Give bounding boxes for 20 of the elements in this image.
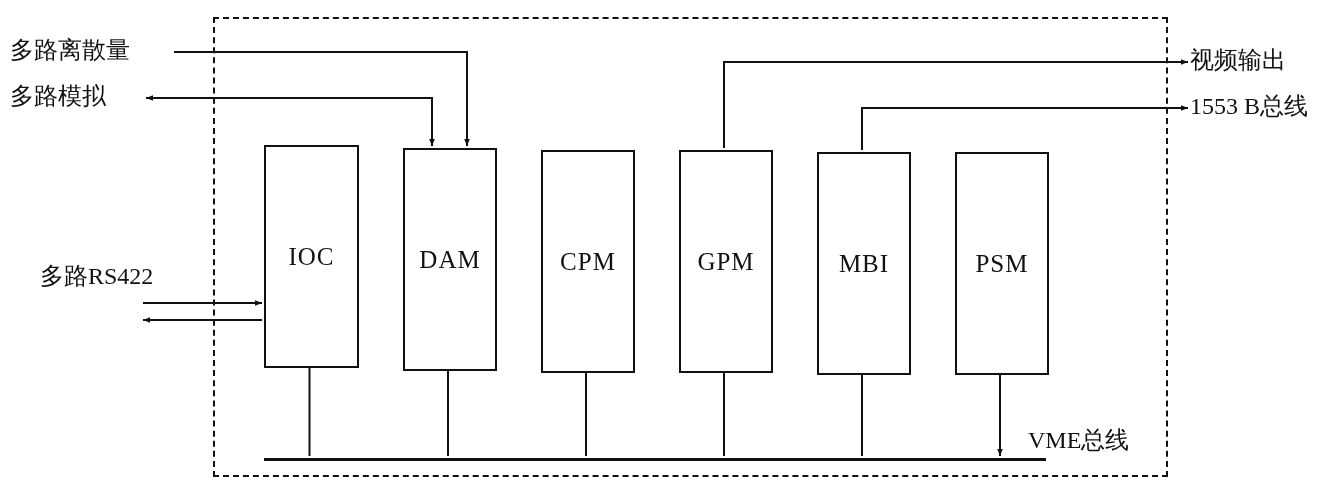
signal-label: 视频输出 bbox=[1190, 48, 1340, 76]
bus-line bbox=[264, 458, 1046, 461]
module-box: IOC bbox=[264, 145, 359, 368]
module-box: MBI bbox=[817, 152, 911, 375]
bus-label: VME总线 bbox=[1028, 428, 1130, 452]
arrow bbox=[723, 59, 1189, 149]
signal-label: 多路模拟 bbox=[10, 84, 138, 112]
module-box: GPM bbox=[679, 150, 773, 373]
signal-label: 多路离散量 bbox=[10, 38, 170, 66]
signal-label: 1553 B总线 bbox=[1190, 94, 1340, 122]
arrow bbox=[145, 95, 435, 147]
signal-label: 多路RS422 bbox=[40, 264, 154, 288]
dashed-enclosure bbox=[213, 17, 1168, 477]
arrow bbox=[173, 51, 470, 147]
arrow bbox=[861, 105, 1189, 151]
module-box: CPM bbox=[541, 150, 635, 373]
arrow bbox=[142, 300, 263, 306]
arrow bbox=[142, 317, 263, 323]
module-box: PSM bbox=[955, 152, 1049, 375]
module-box: DAM bbox=[403, 148, 497, 371]
